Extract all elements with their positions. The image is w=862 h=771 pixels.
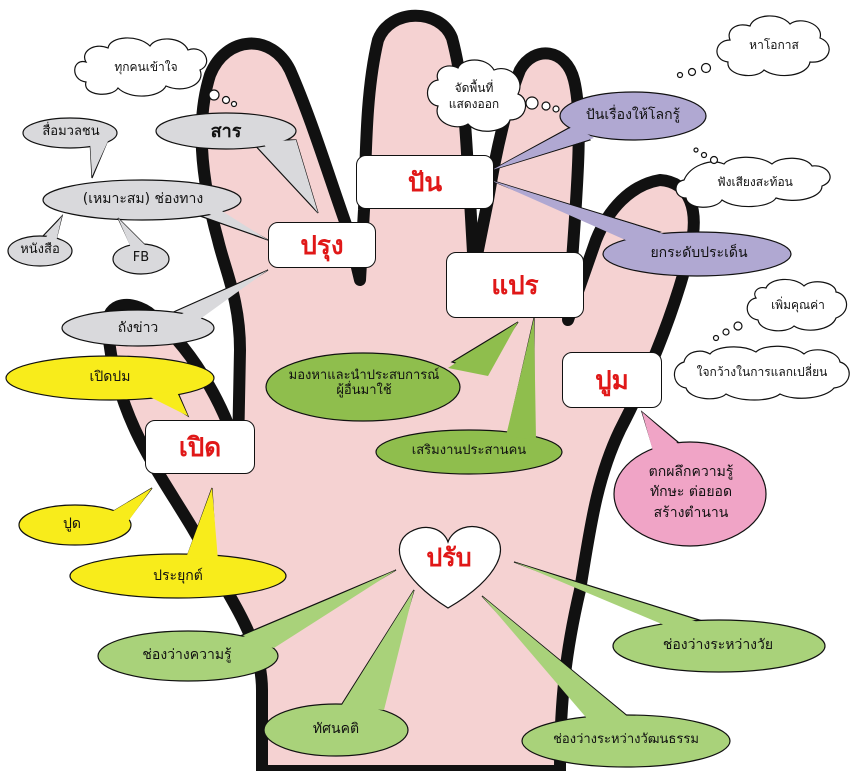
heart-label-prap: ปรับ	[426, 543, 472, 572]
gray-bubble-nangsue	[7, 213, 73, 267]
label-chong-watthanatham: ช่องว่างระหว่างวัฒนธรรม	[553, 732, 699, 747]
label-chong-wai: ช่องว่างระหว่างวัย	[662, 637, 774, 653]
key-box-poet: เปิด	[145, 420, 255, 474]
thought-cloud-poem-khunkha	[712, 278, 848, 342]
key-box-prung: ปรุง	[268, 222, 376, 268]
label-thuk-khon: ทุกคนเข้าใจ	[114, 60, 178, 74]
label-chongthang: (เหมาะสม) ช่องทาง	[82, 191, 204, 207]
label-mong-ha: มองหาและนำประสบการณ์ ผู้อื่นมาใช้	[288, 368, 440, 398]
label-sara: สาร	[210, 121, 242, 142]
label-tok-phluek: ตกผลึกความรู้ ทักษะ ต่อยอด สร้างตำนาน	[648, 464, 734, 521]
label-sue-muanchon: สื่อมวลชน	[42, 124, 100, 139]
label-thangkhao: ถังข่าว	[117, 320, 159, 336]
gray-bubble-thangkhao	[61, 269, 269, 347]
label-poem-khunkha: เพิ่มคุณค่า	[771, 298, 825, 312]
yellow-bubble-prayuk	[69, 487, 287, 599]
yellow-bubble-poet-pom	[5, 355, 215, 418]
green-bubble-soem-ngan	[375, 317, 563, 475]
label-nangsue: หนังสือ	[20, 242, 60, 257]
label-prayuk: ประยุกต์	[153, 568, 203, 584]
label-yok-radap: ยกระดับประเด็น	[650, 245, 748, 261]
label-fb: FB	[132, 250, 150, 265]
thought-cloud-ha-okat	[676, 15, 830, 79]
green-bubble-mong-ha	[265, 321, 519, 422]
label-soem-ngan: เสริมงานประสานคน	[411, 443, 527, 458]
purple-bubble-yok-radap	[489, 179, 792, 277]
thought-cloud-chai-kwang	[673, 345, 850, 401]
label-pan-rueang: ปันเรื่องให้โลกรู้	[585, 107, 681, 123]
key-box-pan: ปัน	[356, 155, 494, 209]
key-box-plae: แปร	[446, 252, 584, 318]
label-chat-phuenthi: จัดพื้นที่ แสดงออก	[448, 81, 500, 112]
label-chong-khwamru: ช่องว่างความรู้	[142, 647, 232, 663]
purple-bubble-pan-rueang	[491, 91, 707, 171]
lg-bubble-chong-watthanatham	[481, 595, 731, 768]
lg-bubble-chong-wai	[513, 561, 826, 673]
thought-cloud-chat-phuenthi	[426, 59, 560, 132]
label-thatsanakhati: ทัศนคติ	[312, 721, 360, 737]
lg-bubble-chong-khwamru	[97, 569, 397, 682]
key-box-pum: ปูม	[562, 352, 662, 408]
thought-cloud-fang-siang	[675, 147, 831, 208]
label-ha-okat: หาโอกาส	[749, 38, 799, 52]
lg-bubble-thatsanakhati	[263, 589, 415, 757]
gray-bubble-sue-muanchon	[22, 117, 118, 179]
yellow-bubble-pud	[18, 487, 153, 546]
gray-bubble-fb	[112, 217, 170, 275]
label-pud: ปูด	[63, 516, 81, 532]
label-poet-pom: เปิดปม	[89, 369, 131, 385]
thought-cloud-thuk-khon	[74, 37, 238, 108]
gray-bubble-chongthang	[42, 179, 269, 241]
pink-bubble-tok-phluek	[613, 410, 767, 547]
heart-shape	[398, 526, 501, 609]
label-fang-siang: ฟังเสียงสะท้อน	[717, 175, 793, 189]
gray-bubble-sara	[155, 112, 319, 214]
label-chai-kwang: ใจกว้างในการแลกเปลี่ยน	[696, 365, 828, 379]
